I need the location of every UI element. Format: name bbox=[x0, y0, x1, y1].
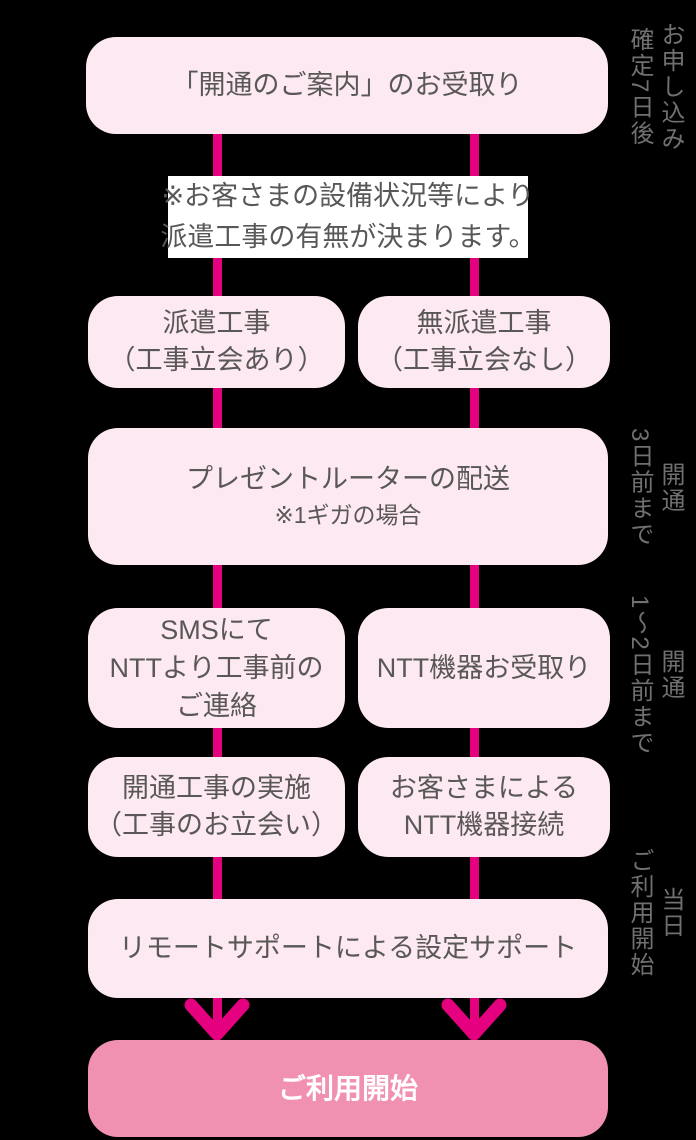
step-sms-line2: NTTより工事前の bbox=[109, 653, 324, 683]
timeline-start-day: 当日 ご利用開始 bbox=[624, 841, 686, 985]
timeline-1-2days-col1: 開通 bbox=[657, 649, 684, 701]
step-guide-receipt: 「開通のご案内」のお受取り bbox=[86, 37, 608, 134]
step-sms-notice: SMSにて NTTより工事前の ご連絡 bbox=[88, 608, 345, 728]
step-guide-receipt-label: 「開通のご案内」のお受取り bbox=[171, 70, 523, 100]
step-ntt-device-receipt-label: NTT機器お受取り bbox=[376, 652, 592, 683]
note-line-1: ※お客さまの設備状況等により bbox=[161, 181, 535, 211]
timeline-apply-col2: 確定7日後 bbox=[626, 27, 653, 147]
step-router-note: ※1ギガの場合 bbox=[274, 502, 422, 528]
step-customer-connection-line1: お客さまによる bbox=[389, 773, 579, 803]
timeline-start-day-col2: ご利用開始 bbox=[626, 848, 653, 978]
step-customer-connection-line2: NTT機器接続 bbox=[403, 810, 565, 840]
down-arrow-right-icon bbox=[441, 998, 507, 1041]
timeline-3days-before: 開通 3日前まで bbox=[624, 424, 686, 552]
down-arrow-left-icon bbox=[184, 998, 250, 1041]
note-line-2: 派遣工事の有無が決まります。 bbox=[160, 222, 536, 252]
step-construction-line1: 開通工事の実施 bbox=[122, 773, 311, 803]
timeline-start-day-col1: 当日 bbox=[657, 887, 684, 939]
step-remote-support-label: リモートサポートによる設定サポート bbox=[118, 933, 578, 963]
step-construction-line2: （工事のお立会い） bbox=[95, 810, 338, 840]
step-no-dispatch-line1: 無派遣工事 bbox=[416, 308, 552, 338]
timeline-1-2days-before: 開通 1〜2日前まで bbox=[624, 591, 686, 759]
step-service-start: ご利用開始 bbox=[88, 1040, 608, 1137]
step-dispatch-line1: 派遣工事 bbox=[162, 308, 271, 338]
step-dispatch-construction: 派遣工事 （工事立会あり） bbox=[88, 296, 345, 388]
step-router-line1: プレゼントルーターの配送 bbox=[186, 464, 510, 494]
step-sms-line1: SMSにて bbox=[160, 615, 273, 645]
step-dispatch-line2: （工事立会あり） bbox=[108, 345, 325, 375]
step-service-start-label: ご利用開始 bbox=[277, 1073, 418, 1104]
timeline-3days-col2: 3日前まで bbox=[626, 428, 653, 548]
timeline-apply-col1: お申し込み bbox=[657, 22, 684, 152]
timeline-3days-col1: 開通 bbox=[657, 462, 684, 514]
note-dispatch-decision: ※お客さまの設備状況等により 派遣工事の有無が決まります。 bbox=[160, 176, 536, 258]
step-router-delivery: プレゼントルーターの配送 ※1ギガの場合 bbox=[88, 428, 608, 565]
step-customer-connection: お客さまによる NTT機器接続 bbox=[358, 757, 610, 857]
step-sms-line3: ご連絡 bbox=[176, 691, 257, 721]
timeline-apply-confirmed: お申し込み 確定7日後 bbox=[624, 14, 686, 160]
step-no-dispatch-construction: 無派遣工事 （工事立会なし） bbox=[358, 296, 610, 388]
timeline-1-2days-col2: 1〜2日前まで bbox=[626, 594, 653, 756]
step-remote-support: リモートサポートによる設定サポート bbox=[88, 899, 608, 998]
step-no-dispatch-line2: （工事立会なし） bbox=[376, 345, 592, 375]
step-ntt-device-receipt: NTT機器お受取り bbox=[358, 608, 610, 728]
step-construction-work: 開通工事の実施 （工事のお立会い） bbox=[88, 757, 345, 857]
